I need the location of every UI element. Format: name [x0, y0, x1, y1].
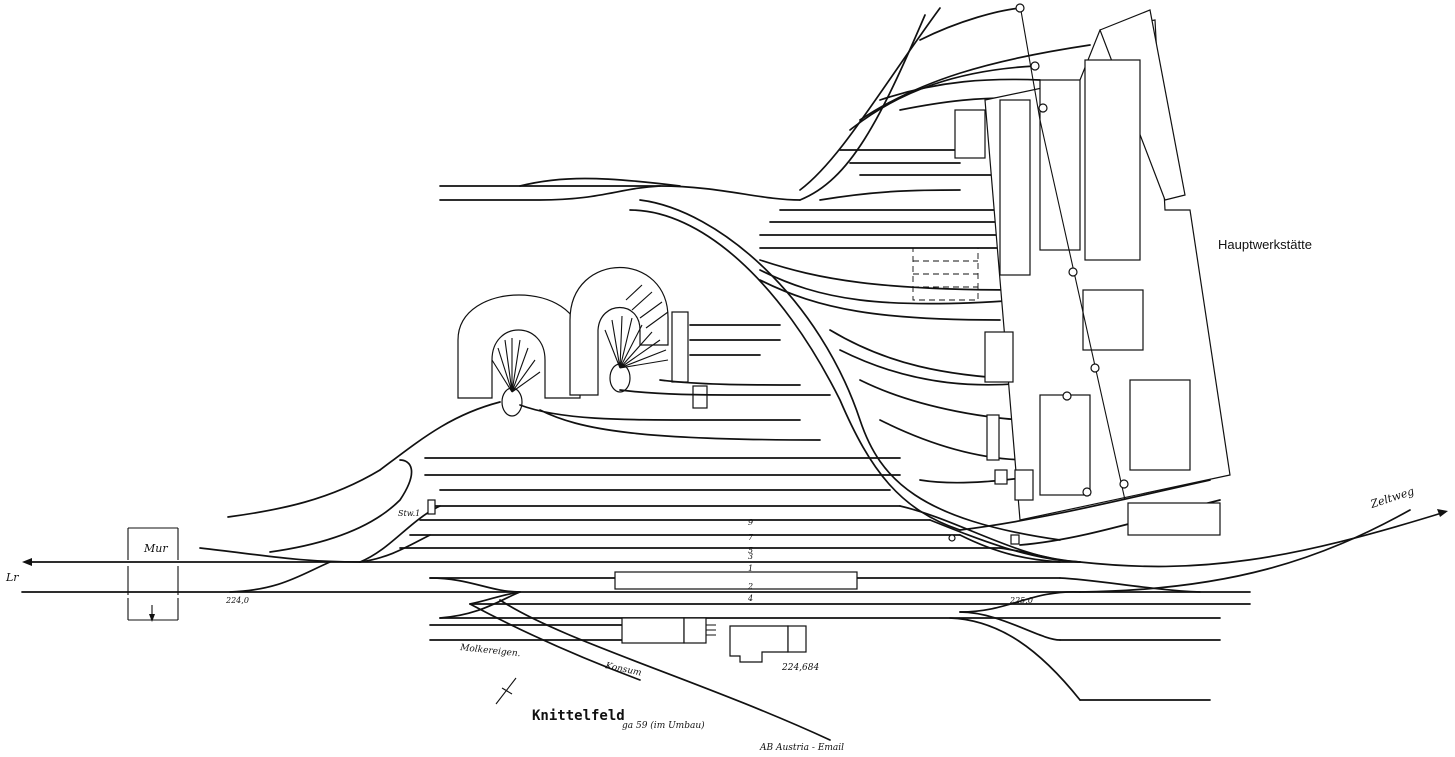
- small-building: [692, 385, 708, 409]
- km-building-label: 224,684: [781, 663, 819, 673]
- track-number-2: 2: [747, 582, 753, 591]
- track-number-4: 4: [747, 594, 753, 603]
- mur-bridge: [127, 527, 179, 622]
- track-number-1: 1: [748, 564, 753, 573]
- consum-siding-label: Konsum: [603, 661, 642, 679]
- signal-box-stw1: [427, 499, 436, 515]
- roundhouse-1: [457, 294, 581, 417]
- station-tracks: [359, 505, 1251, 741]
- station-name: Knittelfeld: [532, 708, 625, 724]
- km-west-label: 224,0: [225, 596, 249, 605]
- workshop-fan: [439, 7, 1221, 546]
- track-number-9: 9: [748, 518, 753, 527]
- turntable-building: [671, 311, 689, 383]
- km-east-label: 225,0: [1009, 596, 1033, 605]
- river-label: Mur: [143, 542, 168, 555]
- factory-siding-label: AB Austria - Email: [759, 743, 844, 753]
- station-buildings: [427, 499, 807, 663]
- west-yard: [227, 401, 901, 553]
- track-number-5: 5: [748, 546, 753, 555]
- dairy-siding-label: Molkereigen.: [459, 643, 521, 659]
- signal-box-label: Stw.1: [398, 509, 420, 518]
- north-arrow: [495, 677, 517, 705]
- island-platform: [614, 571, 858, 590]
- roundhouse-2: [569, 266, 669, 396]
- workshop-label: Hauptwerkstätte: [1218, 237, 1312, 252]
- west-destination-label: Lr: [5, 571, 19, 584]
- station-note: ga 59 (im Umbau): [622, 720, 705, 731]
- track-number-3: 3: [748, 552, 753, 561]
- track-number-7: 7: [748, 533, 754, 542]
- main-lines: [21, 509, 1448, 593]
- east-destination-label: Zeltweg: [1368, 485, 1416, 512]
- workshop-buildings: [912, 3, 1231, 545]
